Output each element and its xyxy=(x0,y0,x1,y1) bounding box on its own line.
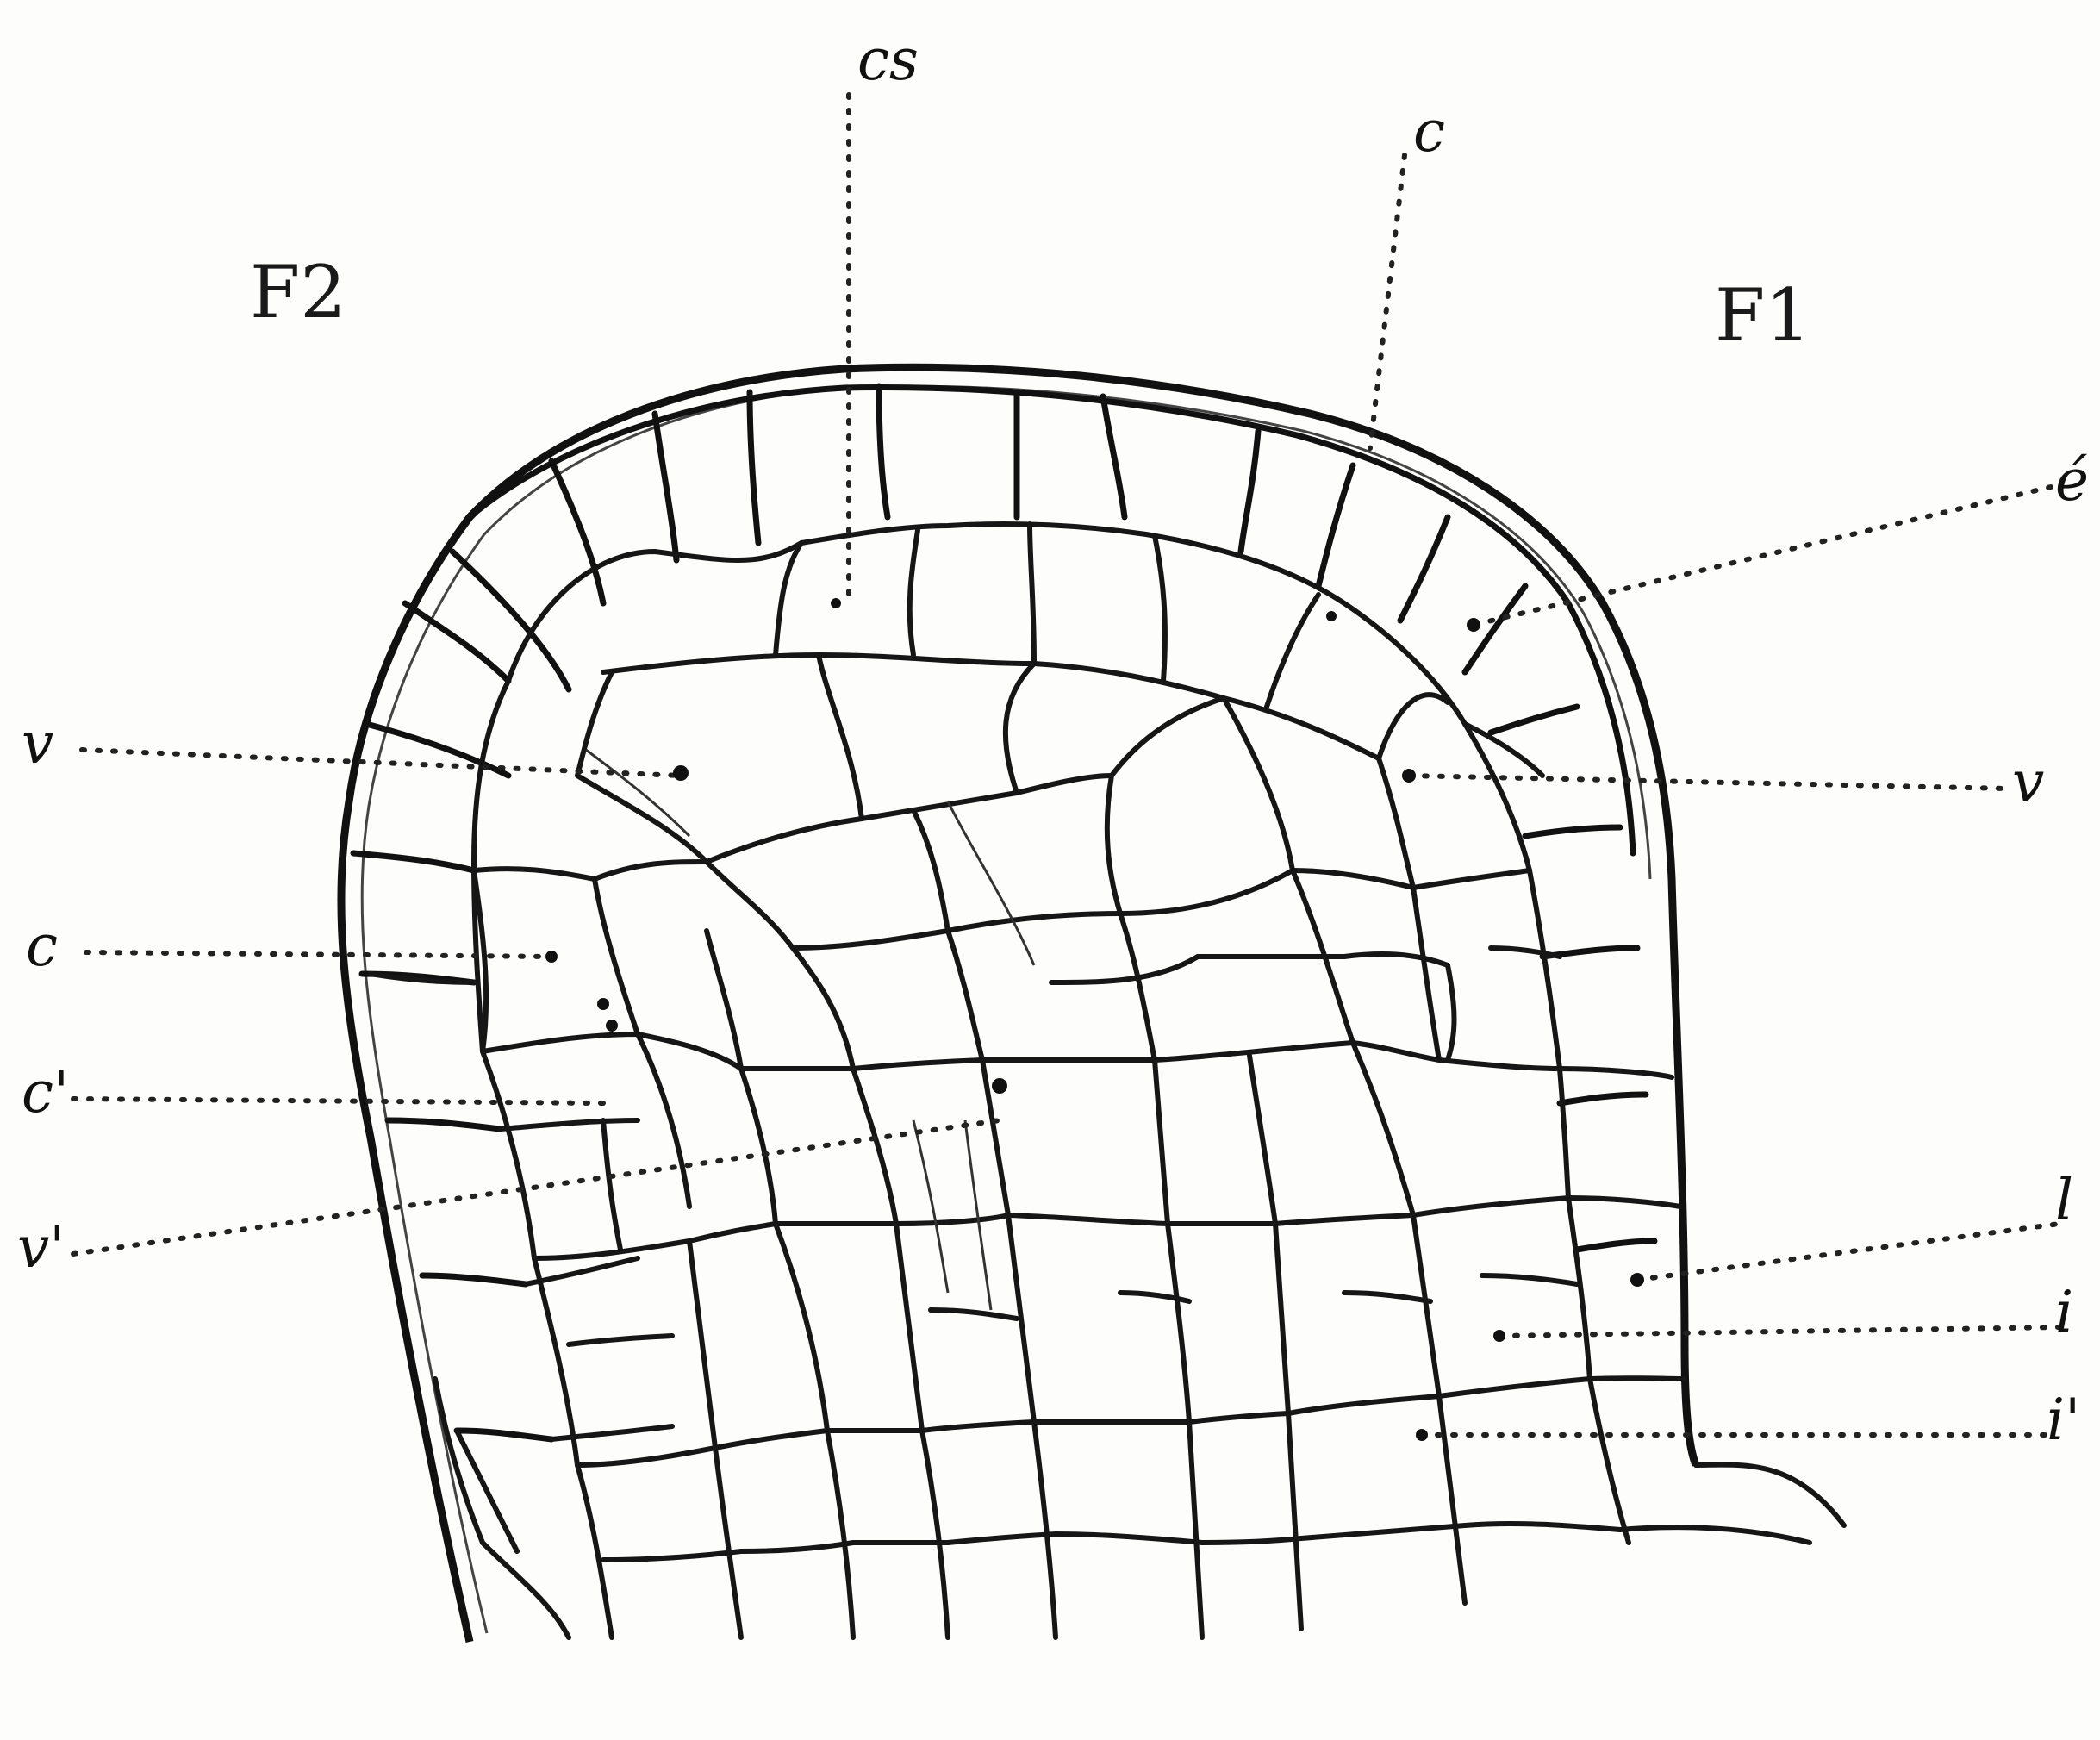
label-c-left: c xyxy=(26,913,58,979)
label-v-prime: v' xyxy=(17,1214,65,1281)
label-l: l xyxy=(2055,1167,2073,1233)
annotation-labels: cs c é v v c c' v' l i i' xyxy=(17,27,2089,1453)
figure-label-f1: F1 xyxy=(1715,273,1811,358)
label-c-prime: c' xyxy=(22,1059,69,1126)
label-i-prime: i' xyxy=(2047,1387,2080,1453)
label-i: i xyxy=(2055,1279,2073,1345)
label-c-top: c xyxy=(1413,98,1445,165)
label-e-acute: é xyxy=(2055,447,2089,514)
interior-cell-network xyxy=(371,524,1844,1637)
label-v-right: v xyxy=(2012,749,2044,815)
figure-label-f2: F2 xyxy=(250,250,346,334)
outer-outline xyxy=(341,367,1696,1642)
label-cs: cs xyxy=(857,27,919,93)
label-v-left: v xyxy=(22,710,53,776)
